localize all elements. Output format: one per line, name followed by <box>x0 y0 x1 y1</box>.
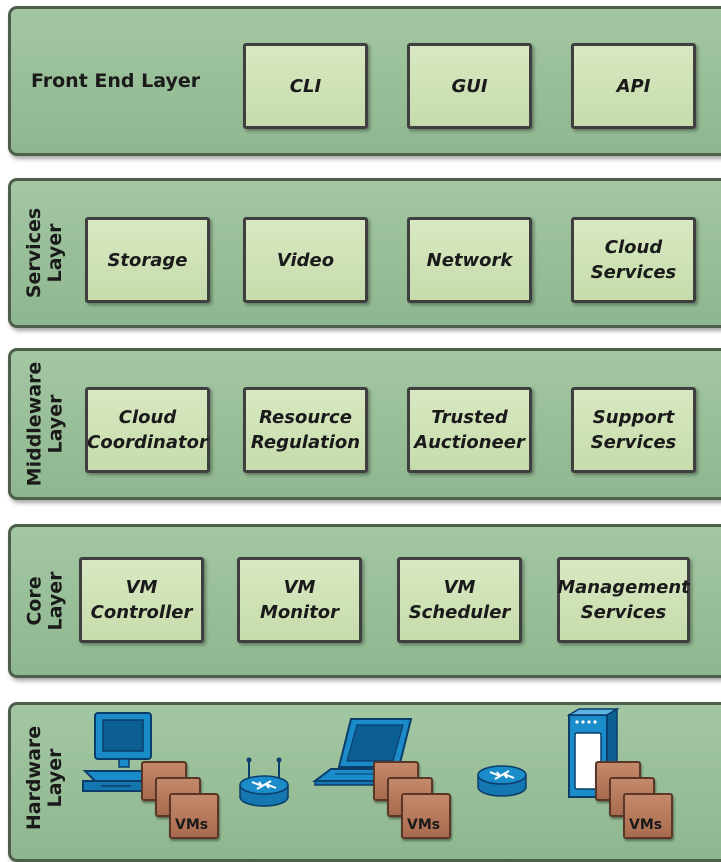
vms-stack-3: VMs <box>595 761 675 843</box>
vm-card: VMs <box>401 793 451 839</box>
core-layer-title-line2: Layer <box>44 571 66 631</box>
middleware-layer: Middleware Layer Cloud Coordinator Resou… <box>8 348 721 500</box>
middleware-layer-title-line1: Middleware <box>23 361 45 487</box>
network-box[interactable]: Network <box>407 217 532 303</box>
api-box[interactable]: API <box>571 43 696 129</box>
hardware-layer-title-line2: Layer <box>44 748 67 808</box>
middleware-layer-title-line2: Layer <box>44 394 66 454</box>
core-layer-title: Core Layer <box>17 527 73 675</box>
vm-card: VMs <box>169 793 219 839</box>
trusted-auctioneer-label-line2: Auctioneer <box>414 432 525 453</box>
management-services-label-line1: Management <box>557 577 690 598</box>
cloud-coordinator-box[interactable]: Cloud Coordinator <box>85 387 210 473</box>
middleware-layer-title: Middleware Layer <box>17 351 73 497</box>
vm-monitor-label-line1: VM <box>283 577 316 598</box>
vms-stack-1: VMs <box>141 761 221 843</box>
vm-controller-label-line2: Controller <box>90 602 193 623</box>
management-services-box[interactable]: Management Services <box>557 557 690 643</box>
hardware-layer-title-line1: Hardware <box>23 725 46 831</box>
resource-regulation-label-line1: Resource <box>259 407 352 428</box>
services-layer-title: Services Layer <box>17 181 73 325</box>
vms-stack-2: VMs <box>373 761 453 843</box>
gui-box[interactable]: GUI <box>407 43 532 129</box>
front-end-layer-title: Front End Layer <box>31 70 201 92</box>
trusted-auctioneer-label-line1: Trusted <box>431 407 508 428</box>
cloud-coordinator-label-line2: Coordinator <box>87 432 208 453</box>
vm-monitor-label-line2: Monitor <box>259 602 340 623</box>
vm-monitor-box[interactable]: VM Monitor <box>237 557 362 643</box>
core-layer: Core Layer VM Controller VM Monitor VM S… <box>8 524 721 678</box>
front-end-layer: Front End Layer CLI GUI API <box>8 6 721 156</box>
hardware-layer: Hardware Layer VMs <box>8 702 721 862</box>
resource-regulation-box[interactable]: Resource Regulation <box>243 387 368 473</box>
network-label: Network <box>426 249 513 271</box>
wireless-router-icon[interactable] <box>237 755 291 809</box>
management-services-label-line2: Services <box>580 602 667 623</box>
vm-scheduler-label-line2: Scheduler <box>408 602 511 623</box>
cloud-services-label-line2: Services <box>590 262 677 283</box>
api-label: API <box>616 75 651 97</box>
vm-controller-box[interactable]: VM Controller <box>79 557 204 643</box>
core-layer-title-line1: Core <box>23 576 45 626</box>
router-icon[interactable] <box>475 763 529 799</box>
vm-scheduler-box[interactable]: VM Scheduler <box>397 557 522 643</box>
video-box[interactable]: Video <box>243 217 368 303</box>
hardware-layer-title: Hardware Layer <box>17 705 73 851</box>
services-layer: Services Layer Storage Video Network Clo… <box>8 178 721 328</box>
storage-box[interactable]: Storage <box>85 217 210 303</box>
support-services-box[interactable]: Support Services <box>571 387 696 473</box>
cloud-services-box[interactable]: Cloud Services <box>571 217 696 303</box>
services-layer-title-line1: Services <box>23 207 46 299</box>
cli-label: CLI <box>289 75 322 97</box>
support-services-label-line1: Support <box>592 407 675 428</box>
vms-label: VMs <box>629 817 663 833</box>
support-services-label-line2: Services <box>590 432 677 453</box>
vms-label: VMs <box>407 817 441 833</box>
storage-label: Storage <box>107 249 188 271</box>
gui-label: GUI <box>451 75 488 97</box>
vm-scheduler-label-line1: VM <box>443 577 476 598</box>
cloud-services-label-line1: Cloud <box>604 237 663 258</box>
vms-label: VMs <box>175 817 209 833</box>
services-layer-title-line2: Layer <box>44 223 67 283</box>
trusted-auctioneer-box[interactable]: Trusted Auctioneer <box>407 387 532 473</box>
vm-card: VMs <box>623 793 673 839</box>
cli-box[interactable]: CLI <box>243 43 368 129</box>
vm-controller-label-line1: VM <box>125 577 158 598</box>
video-label: Video <box>276 249 335 271</box>
cloud-coordinator-label-line1: Cloud <box>118 407 177 428</box>
resource-regulation-label-line2: Regulation <box>250 432 361 453</box>
